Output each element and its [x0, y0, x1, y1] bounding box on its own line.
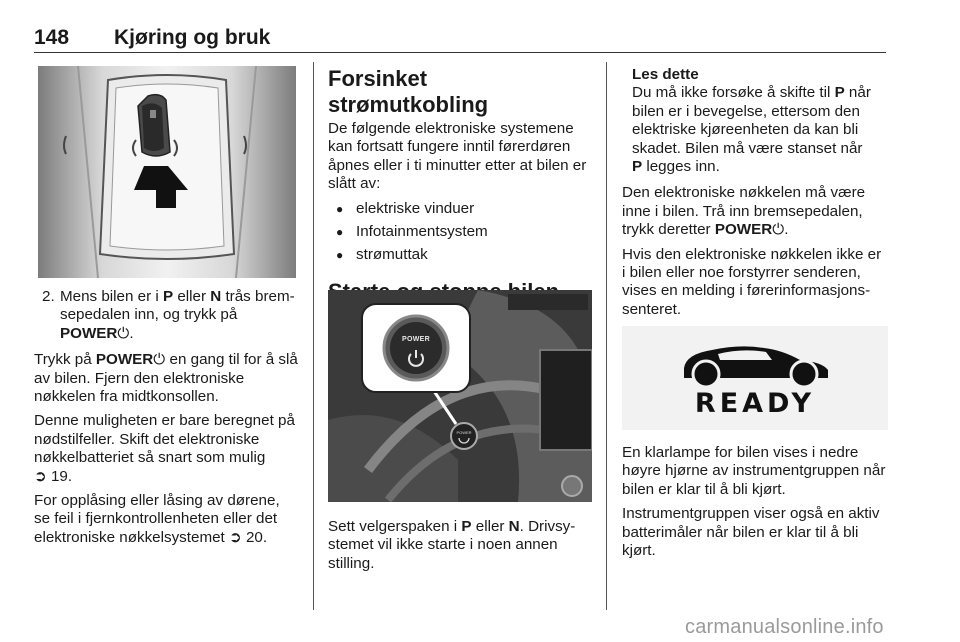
power-keyword: POWER [60, 324, 118, 342]
page-reference: 19. [50, 467, 73, 485]
column-divider [313, 62, 314, 610]
column-3-after: En klarlampe for bilen vises i nedre høy… [622, 444, 888, 566]
paragraph: Denne muligheten er bare beregnet på nød… [34, 412, 295, 485]
page-header: 148 Kjøring og bruk [34, 26, 886, 53]
ready-indicator-illustration: READY [622, 326, 888, 430]
paragraph: For opplåsing eller låsing av dørene, se… [34, 492, 280, 546]
step-2: 2. Mens bilen er i P eller N trås brem-s… [42, 288, 295, 342]
svg-text:POWER: POWER [456, 430, 471, 435]
paragraph: Den elektroniske nøkkelen må være inne i… [622, 184, 866, 239]
power-button-label: POWER [402, 336, 430, 343]
page-ref-arrow-icon: ➲ [229, 528, 246, 546]
power-glyph-icon: ⏻ [153, 351, 166, 369]
page-number: 148 [34, 26, 70, 49]
page-reference: 20. [245, 528, 268, 546]
paragraph: En klarlampe for bilen vises i nedre høy… [622, 444, 886, 498]
note-text: Du må ikke forsøke å skifte til P når bi… [632, 84, 871, 176]
power-button-illustration: POWER POWER [328, 290, 592, 502]
column-3: Les dette Du må ikke forsøke å skifte ti… [622, 66, 888, 325]
power-icon [408, 350, 424, 367]
bullet-list: elektriske vinduer Infotainmentsystem st… [328, 200, 592, 266]
list-item: elektriske vinduer [328, 200, 592, 219]
column-divider [606, 62, 607, 610]
console-key-illustration [38, 66, 296, 278]
paragraph: Sett velgerspaken i P eller N. Drivsy-st… [328, 518, 576, 572]
power-glyph-icon: ⏻ [772, 221, 785, 239]
list-item: Infotainmentsystem [328, 223, 592, 242]
ready-label: READY [694, 388, 816, 419]
paragraph: De følgende elektroniske systemene kan f… [328, 120, 587, 193]
section-heading: Forsinket strømutkobling [328, 66, 489, 117]
step-number: 2. [42, 288, 55, 305]
note-title: Les dette [632, 66, 699, 83]
column-2: Forsinket strømutkobling De følgende ele… [328, 66, 592, 307]
paragraph: Trykk på POWER⏻ en gang til for å slå av… [34, 351, 298, 406]
column-1: 2. Mens bilen er i P eller N trås brem-s… [34, 288, 298, 553]
note-box: Les dette Du må ikke forsøke å skifte ti… [622, 66, 888, 176]
paragraph: Hvis den elektroniske nøkkelen ikke er i… [622, 245, 882, 318]
chapter-title: Kjøring og bruk [114, 26, 271, 49]
watermark: carmanualsonline.info [685, 616, 884, 638]
list-item: strømuttak [328, 246, 592, 265]
column-2-after: Sett velgerspaken i P eller N. Drivsy-st… [328, 518, 592, 579]
page-ref-arrow-icon: ➲ [34, 467, 51, 485]
paragraph: Instrumentgruppen viser også en aktiv ba… [622, 505, 880, 560]
power-glyph-icon: ⏻ [117, 324, 130, 342]
